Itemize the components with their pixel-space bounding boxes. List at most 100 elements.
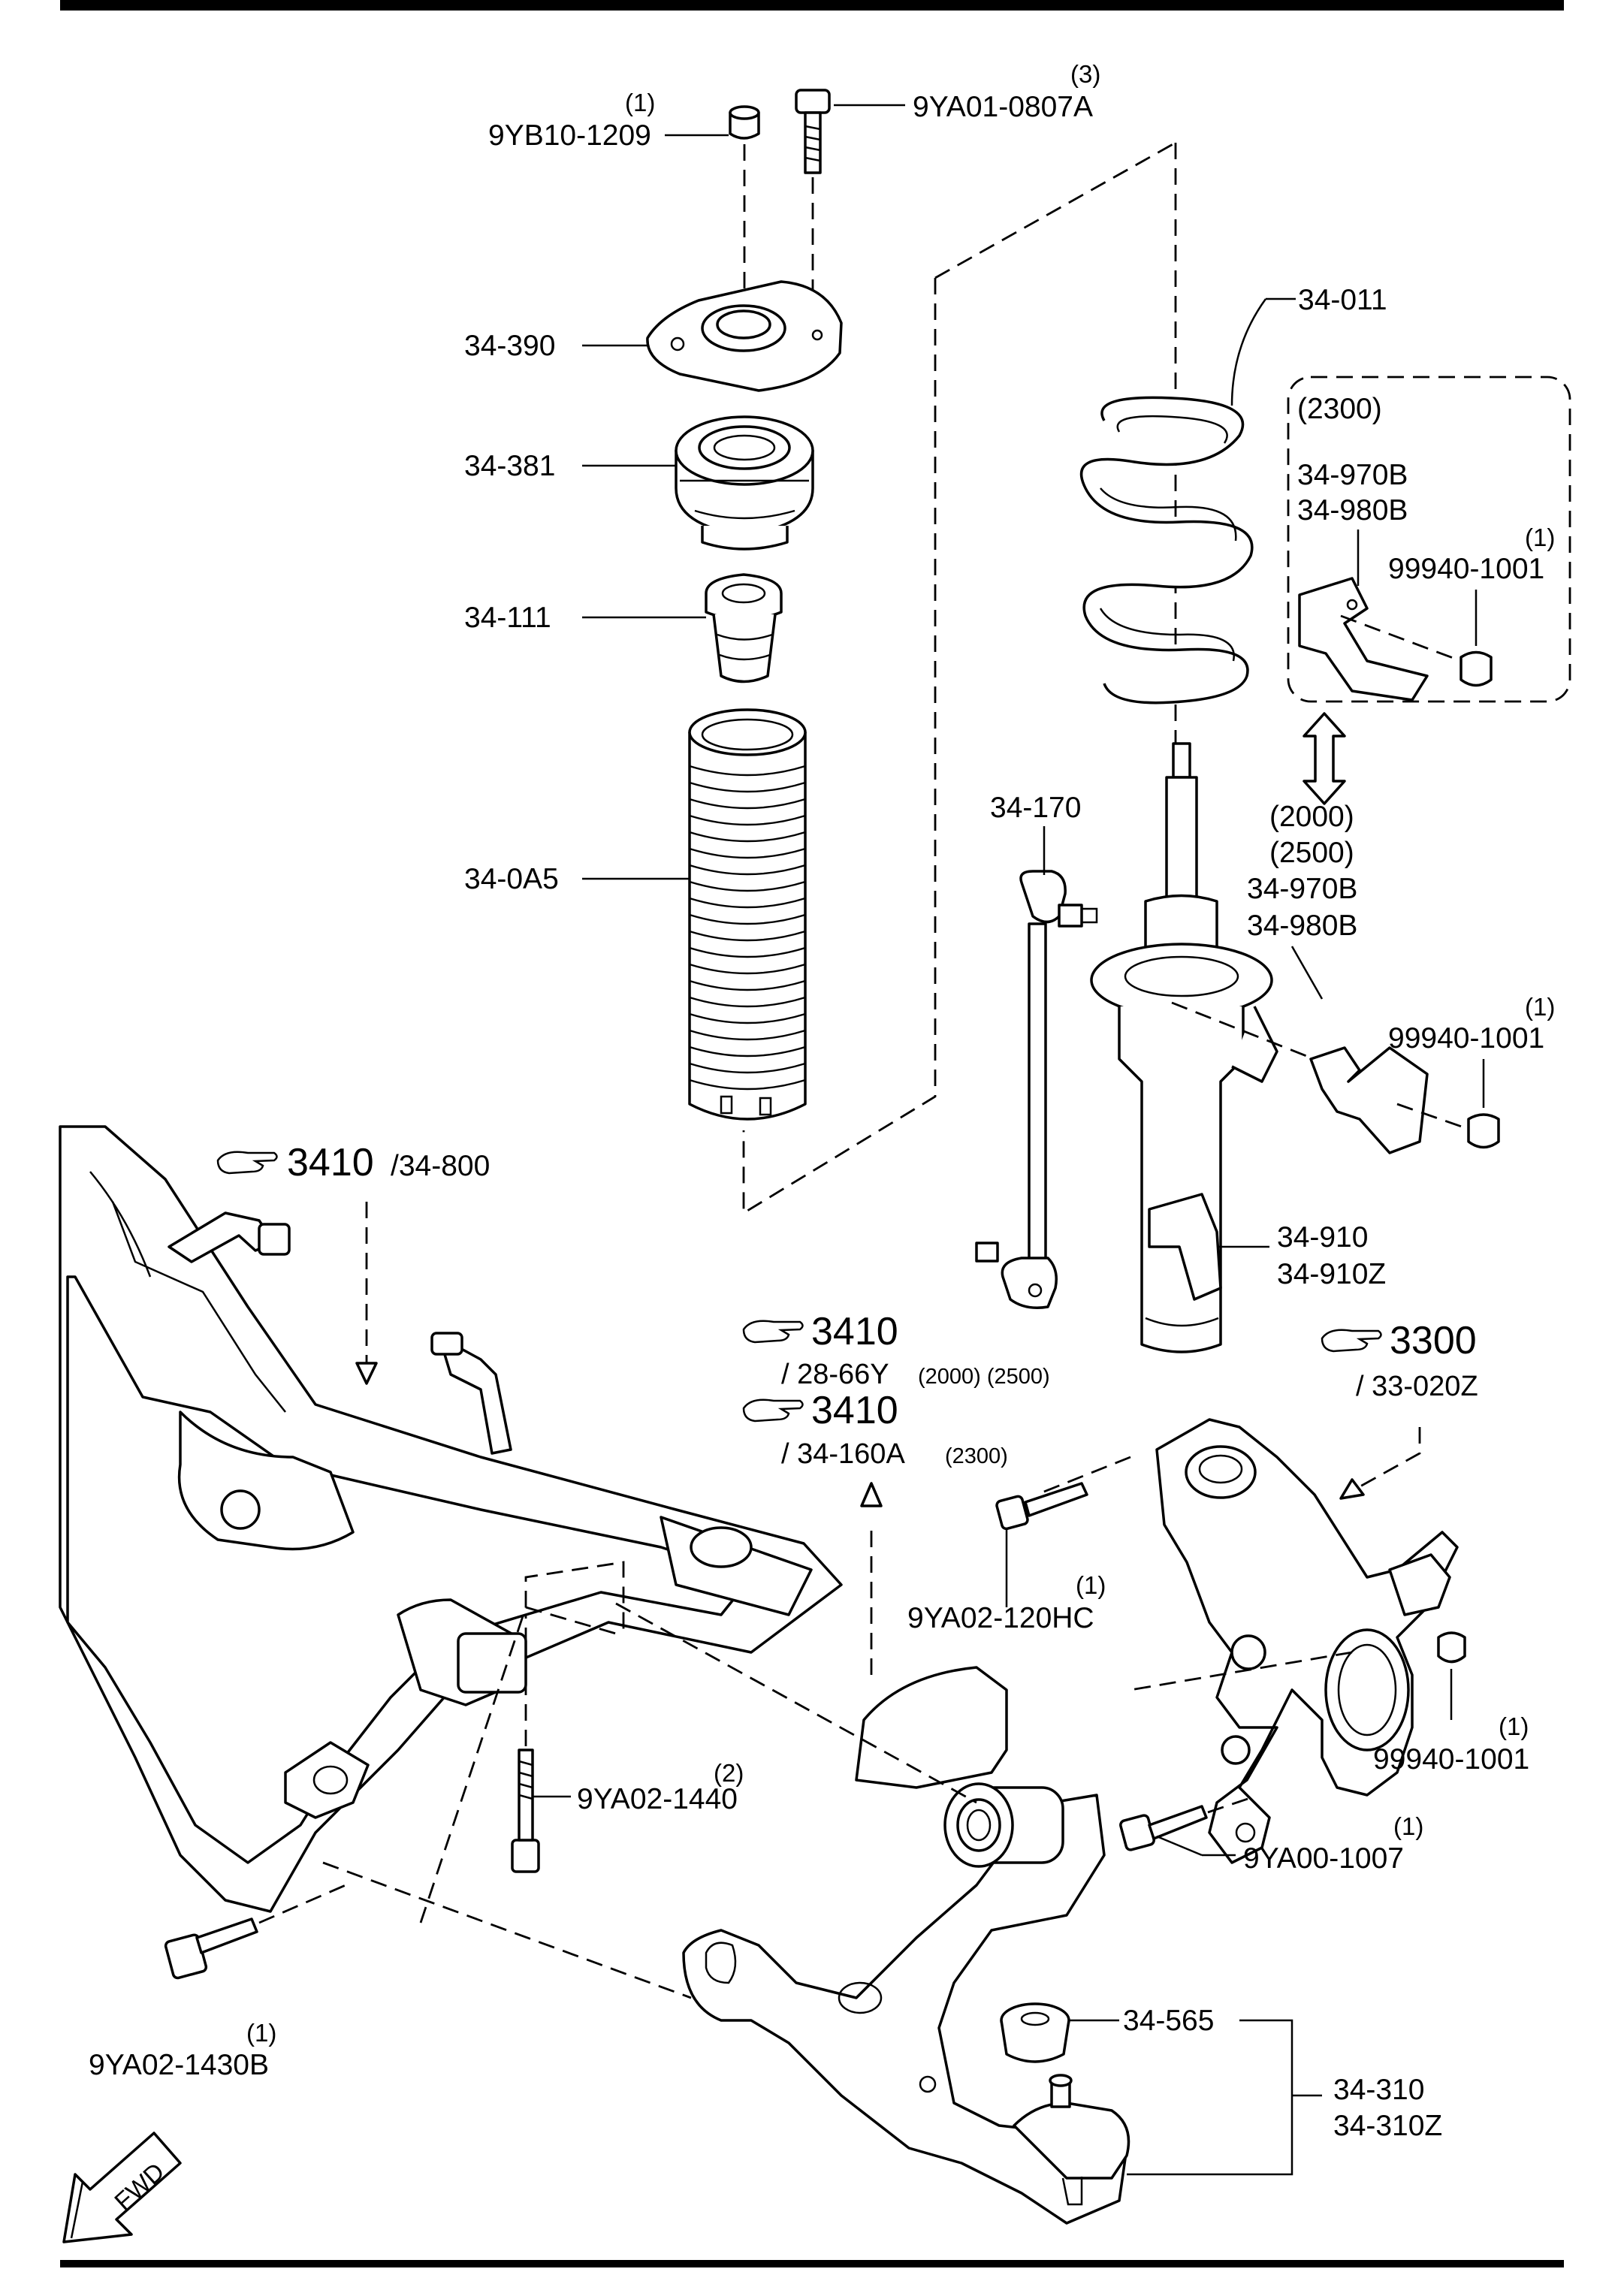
lower-arm-z-label: 34-310Z bbox=[1333, 2110, 1442, 2142]
strut-variant-1: (2000) bbox=[1269, 801, 1354, 833]
arm-bolt-qty: (1) bbox=[246, 2019, 276, 2047]
knuckle-ref[interactable]: 3300 / 33-020Z bbox=[1321, 1319, 1478, 1402]
lower-bolt-label: 9YA00-1007 bbox=[1243, 1842, 1404, 1875]
boot-rib bbox=[689, 798, 806, 810]
bump-stop-label: 34-111 bbox=[464, 602, 551, 634]
top-nut-label: 9YB10-1209 bbox=[488, 119, 651, 152]
strut-mount[interactable] bbox=[646, 280, 843, 392]
boot-rib bbox=[689, 1029, 806, 1041]
knuckle-ref-sub: / 33-020Z bbox=[1356, 1371, 1478, 1402]
strut-bearing[interactable] bbox=[675, 415, 814, 551]
stab-ref-sub: / 28-66Y bbox=[781, 1359, 889, 1390]
dust-boot[interactable] bbox=[688, 708, 807, 1121]
stab2-ref[interactable]: 3410 / 34-160A (2300) bbox=[742, 1389, 1008, 1470]
coil-spring[interactable] bbox=[1079, 396, 1254, 705]
strut-bracket2-label: 34-980B bbox=[1247, 910, 1357, 942]
lower-arm-label: 34-310 bbox=[1333, 2074, 1424, 2106]
boot-rib bbox=[689, 880, 806, 892]
stab2-ref-num: 3410 bbox=[811, 1389, 898, 1432]
subframe-bolt[interactable] bbox=[511, 1748, 540, 1873]
shock-label: 34-910 bbox=[1277, 1221, 1368, 1254]
strut-bracket[interactable] bbox=[1309, 1046, 1429, 1154]
crossmember[interactable] bbox=[59, 1125, 843, 1913]
variant-box-nut: 99940-1001 bbox=[1388, 553, 1544, 585]
crossmember-ref[interactable]: 3410 /34-800 bbox=[216, 1141, 490, 1184]
bottom-border bbox=[60, 2260, 1564, 2267]
stab-ref-num: 3410 bbox=[811, 1310, 898, 1353]
boot-rib bbox=[689, 847, 806, 859]
variant-nut[interactable] bbox=[1459, 650, 1493, 687]
stab-ref[interactable]: 3410 / 28-66Y (2000) (2500) bbox=[742, 1310, 1050, 1390]
crossmember-ref-sub: /34-800 bbox=[391, 1150, 490, 1182]
shock-z-label: 34-910Z bbox=[1277, 1258, 1386, 1290]
strut-bracket-label: 34-970B bbox=[1247, 873, 1357, 905]
bump-stop[interactable] bbox=[705, 573, 783, 683]
boot-rib bbox=[689, 897, 806, 909]
boot-rib bbox=[689, 996, 806, 1008]
shock-absorber[interactable] bbox=[1090, 742, 1278, 1353]
lower-arm[interactable] bbox=[682, 1666, 1130, 2225]
knuckle-nut[interactable] bbox=[1437, 1631, 1466, 1664]
swap-arrow bbox=[1303, 712, 1346, 805]
top-bolt-qty: (3) bbox=[1070, 60, 1100, 88]
stabilizer-bar[interactable] bbox=[168, 1211, 512, 1455]
pointing-hand-icon bbox=[216, 1151, 278, 1175]
arm-bolt[interactable] bbox=[164, 1917, 258, 1980]
boot-rib bbox=[689, 814, 806, 826]
variant-box-part2: 34-980B bbox=[1297, 494, 1408, 527]
stab-ref-arrow bbox=[860, 1482, 883, 1507]
boot-rib bbox=[689, 781, 806, 793]
top-bolt[interactable] bbox=[795, 89, 831, 174]
pointing-hand-icon bbox=[742, 1398, 804, 1423]
variant-box-nut-qty: (1) bbox=[1525, 523, 1555, 551]
top-nut[interactable] bbox=[729, 105, 760, 140]
strut-nut-qty: (1) bbox=[1525, 993, 1555, 1021]
crossmember-ref-arrow bbox=[355, 1362, 378, 1385]
knuckle-bolt[interactable] bbox=[995, 1482, 1088, 1531]
stab2-ref-variant: (2300) bbox=[945, 1444, 1008, 1468]
top-bolt-label: 9YA01-0807A bbox=[913, 91, 1093, 123]
boot-rib bbox=[689, 1079, 806, 1091]
dust-boot-label: 34-0A5 bbox=[464, 863, 559, 895]
boot-rib bbox=[689, 1062, 806, 1074]
boot-rib bbox=[689, 979, 806, 991]
lower-bolt[interactable] bbox=[1119, 1805, 1208, 1851]
strut-nut[interactable] bbox=[1467, 1113, 1500, 1149]
boot-rib bbox=[689, 864, 806, 876]
top-border bbox=[60, 0, 1564, 11]
sub-bolt-qty: (2) bbox=[714, 1759, 744, 1787]
boot-rib bbox=[689, 1012, 806, 1024]
bushing-label: 34-565 bbox=[1123, 2005, 1214, 2037]
boot-rib bbox=[689, 913, 806, 925]
stabilizer-link[interactable] bbox=[975, 870, 1098, 1309]
variant-box-title: (2300) bbox=[1297, 393, 1382, 425]
strut-nut-label: 99940-1001 bbox=[1388, 1022, 1544, 1055]
boot-rib bbox=[689, 1045, 806, 1058]
pointing-hand-icon bbox=[742, 1320, 804, 1344]
variant-box-part1: 34-970B bbox=[1297, 459, 1408, 491]
boot-rib bbox=[689, 765, 806, 777]
boot-rib bbox=[689, 946, 806, 958]
strut-variant-2: (2500) bbox=[1269, 837, 1354, 869]
boot-rib bbox=[689, 930, 806, 942]
pointing-hand-icon bbox=[1321, 1329, 1382, 1353]
variant-bracket[interactable] bbox=[1298, 577, 1429, 701]
bearing-label: 34-381 bbox=[464, 450, 555, 482]
knuckle-bolt-label: 9YA02-120HC bbox=[907, 1602, 1094, 1634]
bushing[interactable] bbox=[1000, 2002, 1070, 2063]
knuckle-nut-qty: (1) bbox=[1499, 1712, 1529, 1740]
variant-box-2300: (2300) 34-970B 34-980B (1) 99940-1001 bbox=[1287, 376, 1571, 703]
sub-bolt-label: 9YA02-1440 bbox=[577, 1783, 738, 1815]
stabilizer-link-label: 34-170 bbox=[990, 792, 1081, 824]
forward-arrow: FWD bbox=[62, 2132, 182, 2243]
steering-knuckle[interactable] bbox=[1155, 1418, 1459, 1864]
mount-label: 34-390 bbox=[464, 330, 555, 362]
arm-bolt-label: 9YA02-1430B bbox=[89, 2049, 269, 2081]
stab2-ref-sub: / 34-160A bbox=[781, 1438, 905, 1470]
boot-rib bbox=[689, 831, 806, 843]
knuckle-ref-arrow bbox=[1339, 1478, 1365, 1500]
top-nut-qty: (1) bbox=[625, 89, 655, 116]
lower-bolt-qty: (1) bbox=[1393, 1812, 1423, 1840]
knuckle-bolt-qty: (1) bbox=[1076, 1571, 1106, 1599]
